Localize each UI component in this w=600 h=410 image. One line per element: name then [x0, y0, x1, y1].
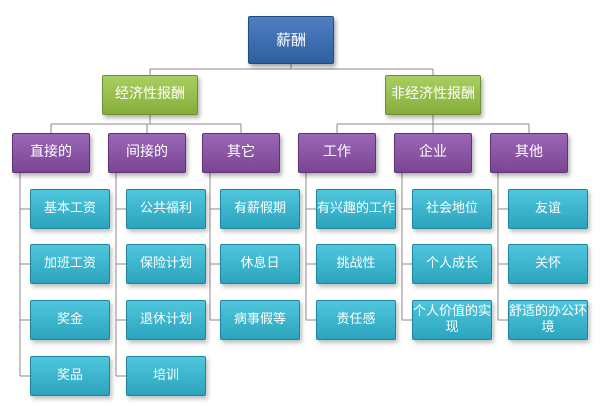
leaf-label: 舒适的办公环境	[509, 303, 588, 335]
group-label: 企业	[419, 144, 447, 161]
leaf-label: 公共福利	[139, 200, 192, 216]
leaf-label: 挑战性	[336, 255, 376, 271]
leaf-label: 个人成长	[425, 255, 478, 271]
group-label: 间接的	[126, 144, 168, 161]
leaf-label: 基本工资	[43, 200, 96, 216]
group-label: 工作	[323, 144, 351, 161]
leaf-item: 个人价值的实现	[412, 300, 492, 340]
leaf-label: 培训	[152, 367, 179, 383]
leaf-item: 退休计划	[126, 300, 206, 340]
category-economic-reward: 经济性报酬	[102, 75, 198, 115]
category-label: 非经济性报酬	[391, 86, 475, 103]
group-direct: 直接的	[12, 133, 90, 173]
leaf-item: 友谊	[508, 189, 588, 229]
leaf-label: 友谊	[534, 200, 561, 216]
leaf-item: 奖金	[30, 300, 110, 340]
leaf-item: 社会地位	[412, 189, 492, 229]
leaf-item: 奖品	[30, 356, 110, 396]
group-label: 直接的	[30, 144, 72, 161]
leaf-label: 有兴趣的工作	[317, 200, 396, 216]
leaf-label: 奖金	[56, 311, 83, 327]
group-other-non-economic: 其他	[490, 133, 568, 173]
leaf-item: 病事假等	[220, 300, 300, 340]
group-indirect: 间接的	[108, 133, 186, 173]
leaf-label: 个人价值的实现	[413, 303, 492, 335]
leaf-label: 责任感	[336, 311, 376, 327]
leaf-label: 休息日	[240, 255, 280, 271]
leaf-item: 舒适的办公环境	[508, 300, 588, 340]
group-label: 其他	[515, 144, 543, 161]
root-node-label: 薪酬	[275, 30, 306, 49]
group-other-economic: 其它	[202, 133, 280, 173]
category-label: 经济性报酬	[115, 86, 185, 103]
leaf-item: 基本工资	[30, 189, 110, 229]
category-non-economic-reward: 非经济性报酬	[385, 75, 481, 115]
group-work: 工作	[298, 133, 376, 173]
leaf-item: 保险计划	[126, 244, 206, 284]
leaf-label: 病事假等	[233, 311, 286, 327]
leaf-item: 挑战性	[316, 244, 396, 284]
leaf-label: 奖品	[56, 367, 83, 383]
leaf-label: 有薪假期	[233, 200, 286, 216]
leaf-item: 责任感	[316, 300, 396, 340]
leaf-item: 有兴趣的工作	[316, 189, 396, 229]
leaf-label: 保险计划	[139, 255, 192, 271]
leaf-item: 有薪假期	[220, 189, 300, 229]
leaf-label: 关怀	[534, 255, 561, 271]
leaf-item: 休息日	[220, 244, 300, 284]
leaf-item: 个人成长	[412, 244, 492, 284]
root-node-salary: 薪酬	[248, 16, 334, 64]
leaf-item: 培训	[126, 356, 206, 396]
leaf-item: 公共福利	[126, 189, 206, 229]
group-company: 企业	[394, 133, 472, 173]
group-label: 其它	[227, 144, 255, 161]
leaf-label: 加班工资	[43, 255, 96, 271]
leaf-item: 加班工资	[30, 244, 110, 284]
leaf-label: 社会地位	[425, 200, 478, 216]
leaf-label: 退休计划	[139, 311, 192, 327]
leaf-item: 关怀	[508, 244, 588, 284]
